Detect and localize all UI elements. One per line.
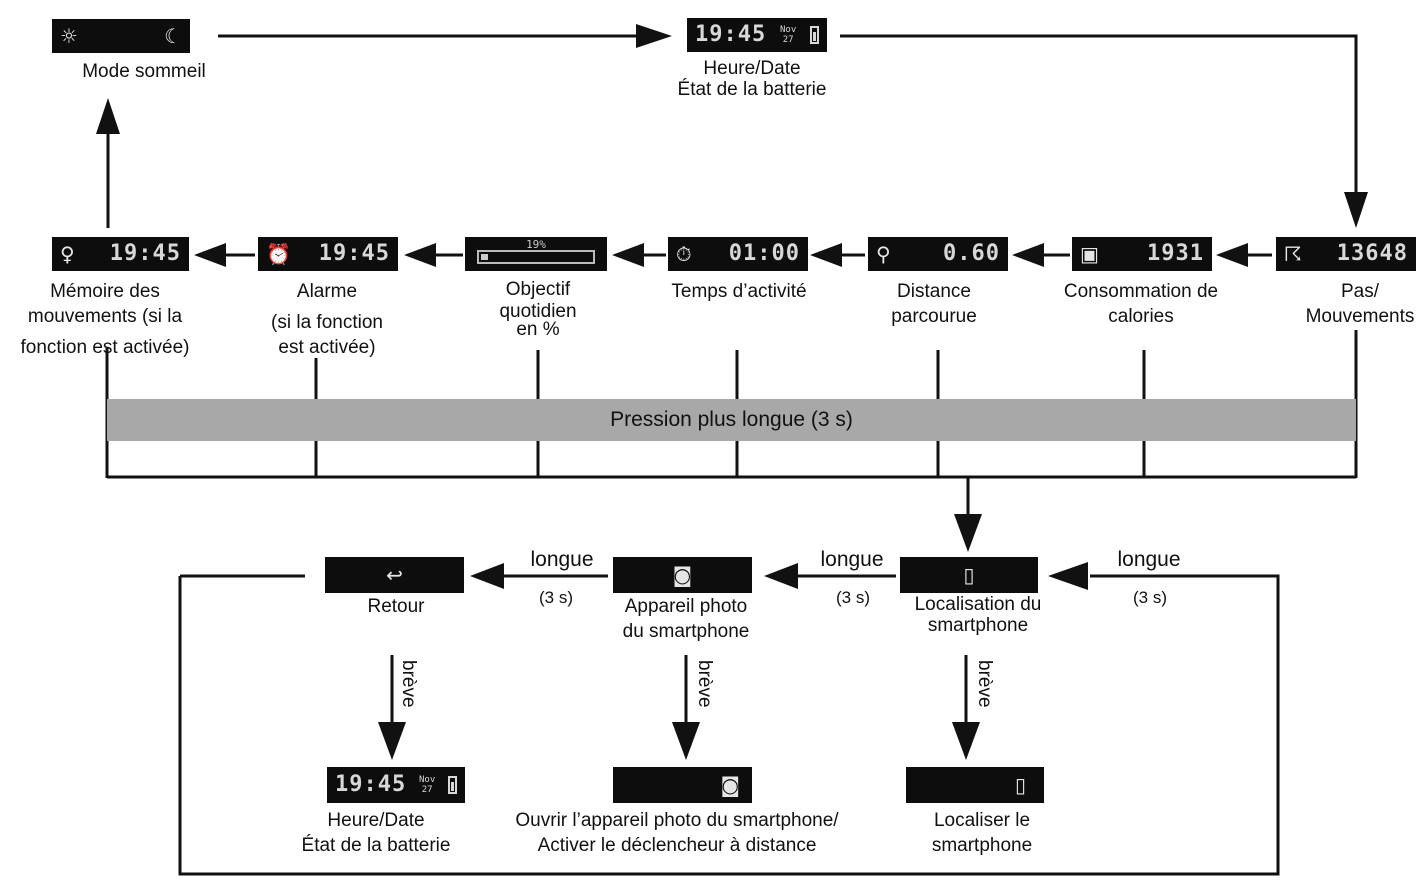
walker-icon: ☈ [1284,242,1302,266]
long-press-label-2: longue [820,548,884,571]
locate-phone-result-screen: ▯ [906,767,1044,803]
short-press-label-1: brève [398,660,419,708]
duration-label-1: (3 s) [539,588,573,607]
locate-phone-screen: ▯ [900,557,1038,593]
goal-screen: 19% [465,237,607,271]
return-screen: ↩ [325,557,464,593]
locate-phone-label: Localisation du smartphone [914,594,1042,636]
battery-icon [810,26,819,44]
activity-time-screen: ⏱ 01:00 [668,237,808,271]
camera-icon: ◙ [672,563,693,587]
goal-progress-bar [477,250,595,264]
locate-phone-result-label: Localiser le smartphone [931,810,1033,856]
arrowhead-calories-to-distance [1012,243,1044,267]
short-press-label-2: brève [694,660,715,708]
long-press-bar [107,399,1356,441]
camera-label: Appareil photo du smartphone [622,596,750,642]
long-press-label-3: longue [1117,548,1181,571]
arrowhead-steps-to-calories [1216,243,1248,267]
date-readout: Nov 27 [779,25,797,45]
arrowhead-locate-down [952,722,980,760]
bulb-icon: ♀ [60,242,75,266]
goal-percent: 19% [526,238,546,251]
wire-time-to-steps [840,34,1358,200]
time-date-screen-bottom: 19:45 Nov 27 [327,767,465,803]
duration-label-2: (3 s) [836,588,870,607]
return-arrow-icon: ↩ [386,563,403,587]
sleep-mode-label: Mode sommeil [82,61,206,82]
battery-icon [448,776,457,794]
steps-screen: ☈ 13648 [1276,237,1416,271]
calories-label: Consommation de calories [1063,281,1219,327]
arrowhead-locate-to-camera [764,563,798,589]
arrowhead-return-down [378,722,406,760]
moon-icon: ☾ [164,24,182,48]
phone-locate-icon: ▯ [963,563,975,587]
distance-screen: ⚲ 0.60 [868,237,1008,271]
arrowhead-time-to-steps [1344,192,1368,228]
goal-progress-fill [481,254,488,260]
calories-screen: ▣ 1931 [1072,237,1212,271]
activity-time-label: Temps d’activité [671,281,807,302]
goal-label: Objectif quotidien en % [499,279,577,340]
arrowhead-bar-to-locate [954,514,982,552]
arrowhead-memory-to-sleep [96,98,120,134]
arrowhead-camera-to-return [470,563,504,589]
time-date-screen-top: 19:45 Nov 27 [687,18,827,52]
camera-icon: ◙ [720,773,740,797]
alarm-screen: ⏰ 19:45 [258,237,398,271]
camera-screen: ◙ [613,557,752,593]
arrowhead-sleep-to-time [636,24,672,48]
short-press-label-3: brève [974,660,995,708]
time-date-label-top: Heure/Date État de la batterie [677,58,827,100]
return-label: Retour [367,596,425,617]
arrowhead-distance-to-activity [810,243,842,267]
open-camera-screen: ◙ [613,767,752,803]
steps-label: Pas/ Mouvements [1305,281,1415,327]
arrowhead-alarm-to-memory [194,243,226,267]
arrowhead-camera-down [672,722,700,760]
wire-loop-to-locate [178,574,1280,876]
long-press-label-1: longue [530,548,594,571]
arrowhead-goal-to-alarm [404,243,436,267]
time-readout: 19:45 [695,22,767,47]
memory-label: Mémoire des mouvements (si la fonction e… [20,281,190,358]
time-date-label-bottom: Heure/Date État de la batterie [301,810,451,856]
distance-label: Distance parcourue [891,281,977,327]
location-pin-icon: ⚲ [876,242,891,266]
phone-locate-icon: ▯ [1014,773,1026,797]
memory-screen: ♀ 19:45 [52,237,189,271]
alarm-clock-icon: ⏰ [266,242,291,266]
duration-label-3: (3 s) [1133,588,1167,607]
flame-icon: ▣ [1080,242,1099,266]
open-camera-label: Ouvrir l’appareil photo du smartphone/ A… [515,810,839,856]
long-press-bar-label: Pression plus longue (3 s) [610,408,853,431]
sun-icon: ☼ [60,24,78,48]
arrowhead-activity-to-goal [612,243,644,267]
sleep-mode-screen: ☼ ☾ [52,19,190,53]
alarm-label: Alarme (si la fonction est activée) [271,281,383,358]
arrowhead-loop-to-locate [1048,562,1088,590]
stopwatch-icon: ⏱ [676,242,692,266]
